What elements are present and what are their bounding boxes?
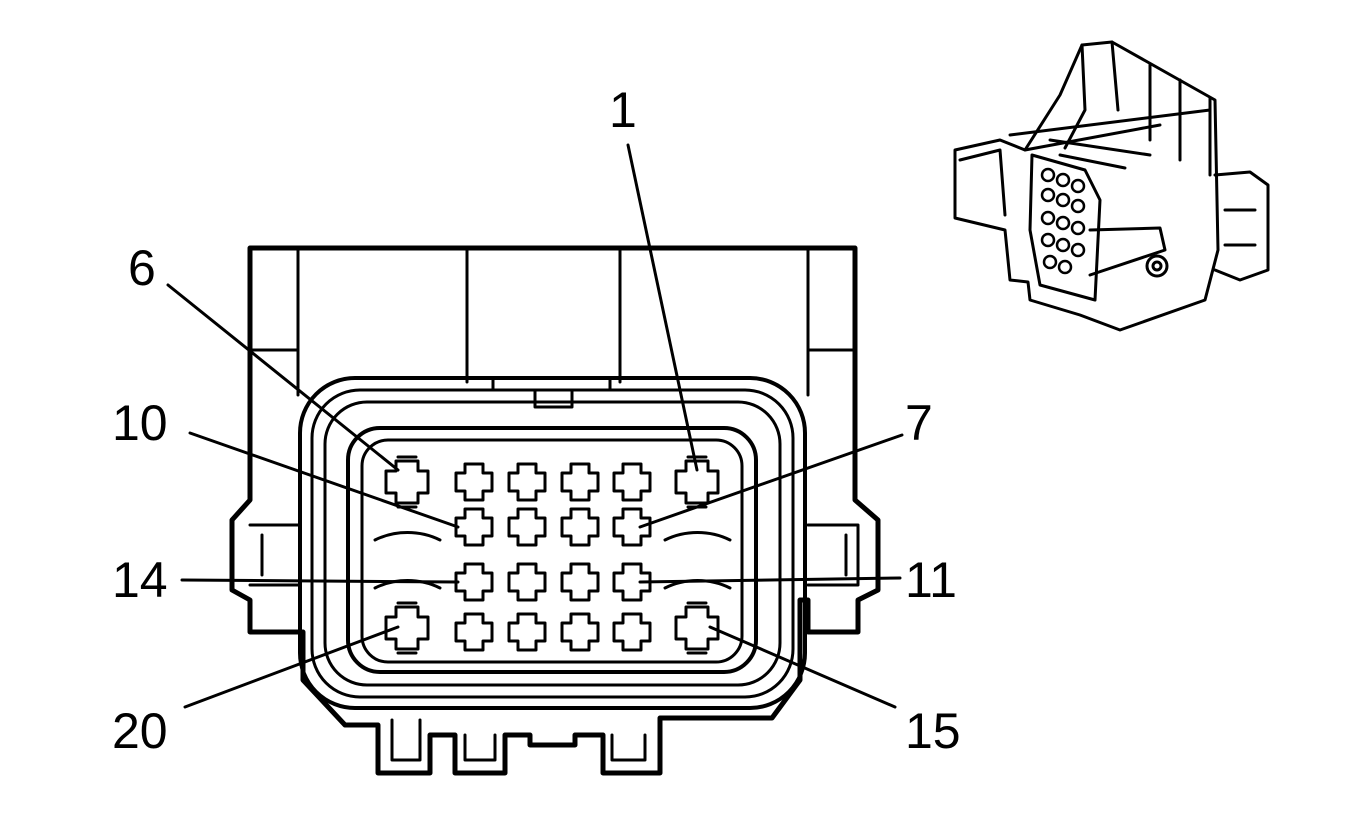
pin-cavity [454, 507, 494, 547]
pin-cavity [560, 562, 600, 602]
leader-line-20 [183, 625, 400, 709]
pin-cavity [612, 612, 652, 652]
pin-labels: 1 6 10 7 14 11 20 15 [112, 82, 961, 759]
pin-label-10: 10 [112, 395, 168, 451]
pin-label-11: 11 [905, 552, 957, 608]
leader-lines [166, 143, 904, 709]
pin-cavity [507, 507, 547, 547]
pin-cavity [560, 462, 600, 502]
leader-line-7 [638, 433, 904, 529]
pin-cavity [560, 612, 600, 652]
leader-line-10 [188, 431, 460, 529]
pin-label-15: 15 [905, 703, 961, 759]
pin-cavity-seal [396, 601, 418, 655]
pin-label-1: 1 [609, 82, 637, 138]
pin-label-7: 7 [905, 395, 933, 451]
leader-line-15 [708, 625, 897, 709]
pin-cavity-seal [686, 601, 708, 655]
pin-cavity [454, 612, 494, 652]
connector-housing [229, 245, 881, 776]
pin-cavity [612, 507, 652, 547]
pin-cavity [384, 459, 430, 505]
leader-line-1 [626, 143, 699, 472]
connector-isometric-view [953, 40, 1270, 332]
pin-cavity [612, 462, 652, 502]
pin-cavity-grid [384, 455, 720, 655]
pin-cavity [674, 605, 720, 651]
leader-line-14 [180, 578, 460, 584]
pin-label-6: 6 [128, 240, 156, 296]
pin-label-20: 20 [112, 703, 168, 759]
pin-cavity [507, 612, 547, 652]
pin-label-14: 14 [112, 552, 168, 608]
pin-cavity [454, 462, 494, 502]
pin-cavity [560, 507, 600, 547]
pin-cavity [384, 605, 430, 651]
pin-cavity-seal [396, 455, 418, 509]
pin-cavity [612, 562, 652, 602]
pin-cavity [507, 462, 547, 502]
leader-line-6 [166, 283, 400, 472]
pin-cavity [507, 562, 547, 602]
pin-cavity [454, 562, 494, 602]
leader-line-11 [638, 576, 902, 584]
